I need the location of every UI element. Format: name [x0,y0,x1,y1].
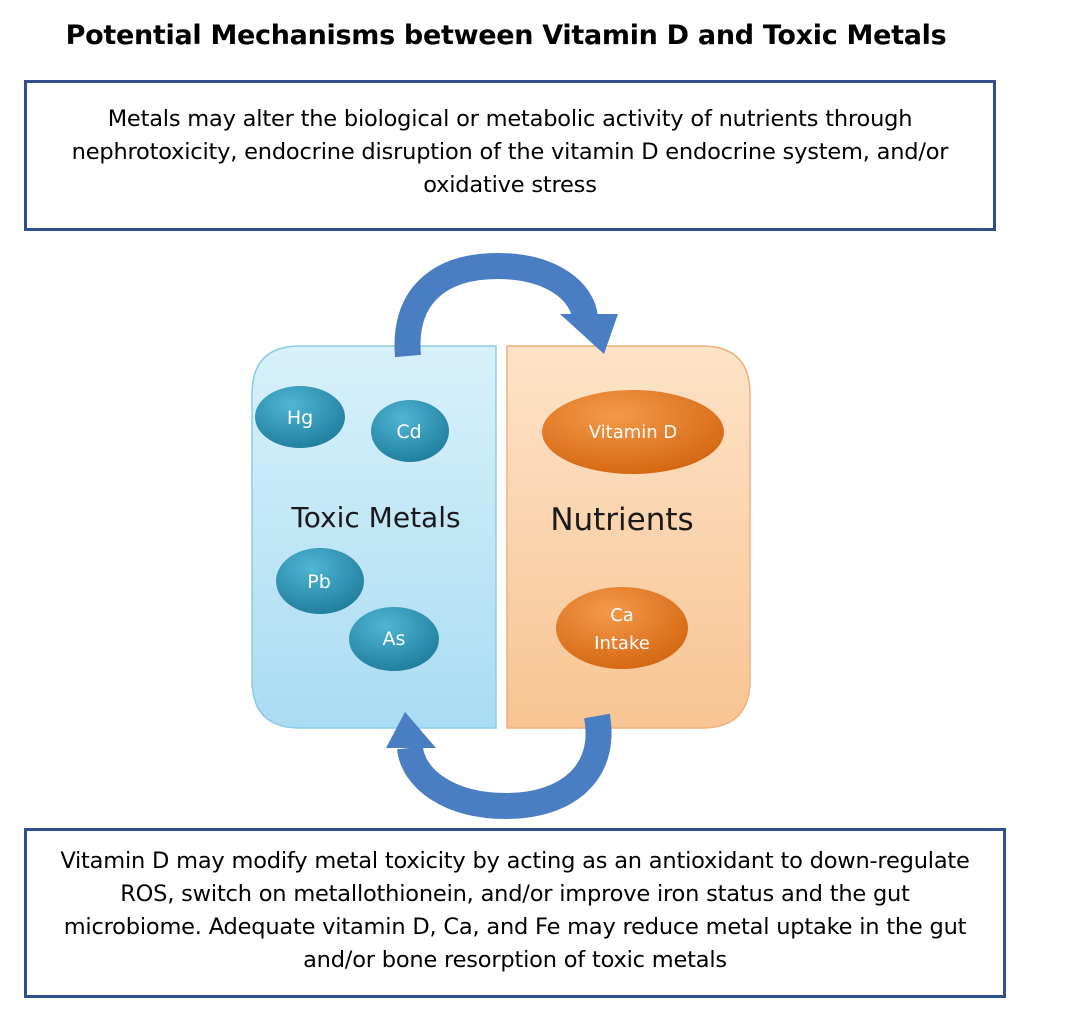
toxic-metals-label: Toxic Metals [290,501,460,534]
mechanism-text-line: microbiome. Adequate vitamin D, Ca, and … [63,914,967,940]
mechanism-text-line: nephrotoxicity, endocrine disruption of … [71,139,949,165]
as-label: As [383,628,406,650]
mechanism-text-line: oxidative stress [423,172,597,198]
cd-oval [371,400,449,462]
hg-oval [255,386,345,448]
vitamin-d-oval [542,390,724,474]
hg-label: Hg [287,407,313,429]
arrow-nutrients-to-metals [397,713,612,820]
pb-oval [276,548,364,614]
vitamin-d-label: Vitamin D [589,422,678,443]
ca-intake-oval [556,587,688,669]
nutrients-label: Nutrients [550,502,693,538]
intake-label: Intake [594,633,650,654]
diagram-title: Potential Mechanisms between Vitamin D a… [65,20,947,51]
mechanism-text-line: Vitamin D may modify metal toxicity by a… [60,848,970,874]
arrow-metals-to-nutrients [394,252,598,358]
as-oval [349,607,439,671]
mechanism-box-metals: Metals may alter the biological or metab… [24,80,996,231]
ca-label: Ca [610,605,634,626]
arrowhead-bottom [386,712,436,748]
cd-label: Cd [396,421,421,443]
mechanism-text-line: Metals may alter the biological or metab… [107,106,913,132]
mechanism-text-line: and/or bone resorption of toxic metals [303,947,727,973]
arrowhead-top [560,314,618,354]
pb-label: Pb [307,571,331,593]
mechanism-text-line: ROS, switch on metallothionein, and/or i… [120,881,910,907]
mechanism-box-vitamin-d: Vitamin D may modify metal toxicity by a… [24,828,1006,998]
